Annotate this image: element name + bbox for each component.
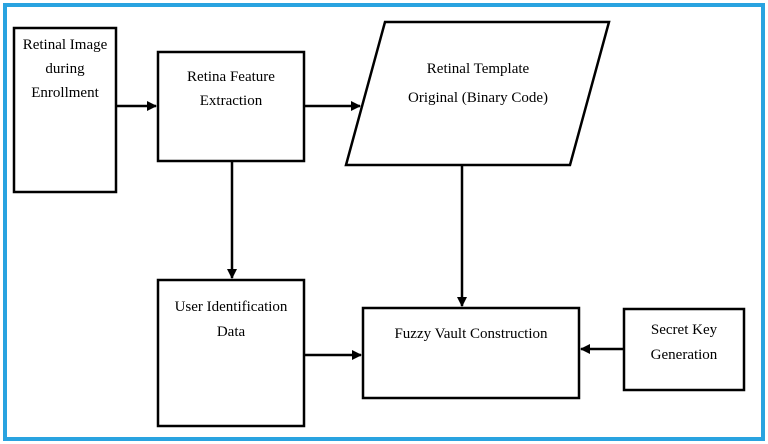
- node-retinal-template-line-1: Retinal Template: [427, 61, 530, 77]
- node-secret-key-line-1: Secret Key: [651, 322, 718, 338]
- node-user-identification-line-1: User Identification: [175, 299, 288, 315]
- node-retinal-image-line-3: Enrollment: [31, 85, 99, 101]
- node-retinal-image: Retinal Image during Enrollment: [12, 26, 118, 194]
- node-secret-key-line-2: Generation: [651, 347, 718, 363]
- edges: [116, 101, 624, 360]
- node-feature-extraction-line-2: Extraction: [200, 93, 263, 109]
- node-feature-extraction-line-1: Retina Feature: [187, 69, 275, 85]
- node-retinal-image-line-2: during: [45, 61, 85, 77]
- node-retinal-image-line-1: Retinal Image: [23, 37, 108, 53]
- node-feature-extraction: Retina Feature Extraction: [156, 50, 306, 163]
- node-user-identification: User Identification Data: [156, 278, 306, 428]
- node-retinal-template-line-2: Original (Binary Code): [408, 90, 548, 106]
- node-fuzzy-vault: Fuzzy Vault Construction: [361, 306, 581, 400]
- node-user-identification-line-2: Data: [217, 324, 246, 340]
- node-secret-key: Secret Key Generation: [622, 307, 746, 392]
- node-fuzzy-vault-line-1: Fuzzy Vault Construction: [394, 326, 548, 342]
- node-retinal-template: Retinal Template Original (Binary Code): [344, 20, 611, 167]
